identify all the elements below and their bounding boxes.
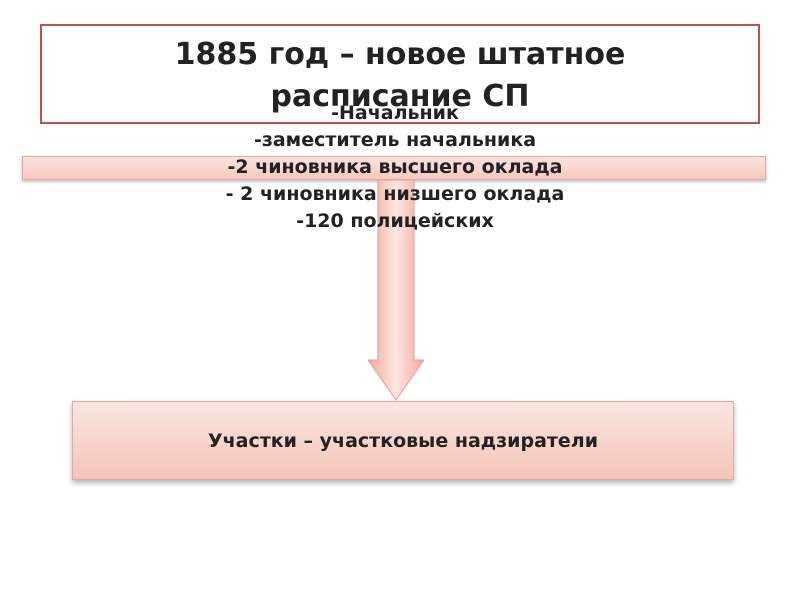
title-line-2: расписание СП	[270, 79, 530, 114]
slide-title: 1885 год – новое штатное расписание СП	[40, 34, 760, 118]
staff-item-junior-officials: - 2 чиновника низшего оклада	[225, 183, 565, 205]
staff-list: -Начальник -заместитель начальника -2 чи…	[100, 100, 690, 235]
connector-band	[22, 156, 766, 180]
precincts-label: Участки – участковые надзиратели	[207, 429, 599, 452]
title-line-1: 1885 год – новое штатное	[174, 37, 626, 72]
precincts-box: Участки – участковые надзиратели	[72, 401, 734, 480]
title-box	[40, 24, 760, 124]
staff-item-senior-officials: -2 чиновника высшего оклада	[227, 156, 563, 178]
staff-item-deputy: -заместитель начальника	[253, 129, 537, 151]
staff-item-policemen: -120 полицейских	[296, 210, 494, 232]
down-arrow	[368, 180, 424, 401]
staff-item-chief: -Начальник	[331, 102, 459, 124]
